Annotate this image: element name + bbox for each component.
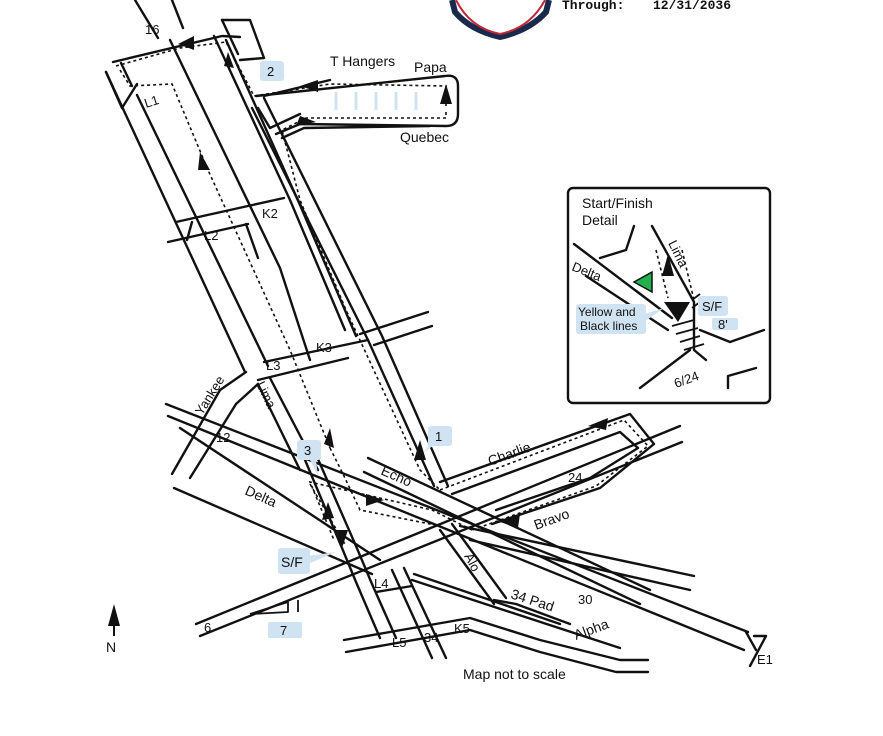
detail-title-line2: Detail: [582, 212, 618, 228]
label-l1: L1: [142, 92, 160, 111]
label-papa: Papa: [414, 59, 447, 75]
label-l4: L4: [374, 576, 388, 591]
label-34: 34: [424, 630, 438, 645]
label-l5: L5: [392, 635, 406, 650]
tag-sf: S/F: [281, 554, 303, 570]
hangar-stripes: [334, 92, 418, 110]
tag-1: 1: [435, 429, 442, 444]
label-k5: K5: [454, 621, 470, 636]
label-12: 12: [216, 430, 230, 445]
label-k2: K2: [262, 206, 278, 221]
taxiway-network: [104, 0, 768, 674]
label-e1: E1: [757, 652, 773, 667]
through-label: Through:: [562, 0, 624, 13]
label-16: 16: [145, 22, 159, 37]
tag-7: 7: [280, 623, 287, 638]
shield-icon: [449, 0, 552, 41]
waypoint-tags: 1 2 3 7 S/F: [260, 61, 452, 638]
label-l2: L2: [204, 228, 218, 243]
detail-yellow-line2: Black lines: [580, 319, 637, 333]
label-30: 30: [578, 592, 592, 607]
start-finish-detail-inset: Start/Finish Detail Lima Delta S/F 8' Ye…: [566, 186, 772, 405]
detail-yellow-line1: Yellow and: [578, 305, 636, 319]
label-lima: Lima: [253, 379, 279, 412]
label-yankee: Yankee: [192, 373, 228, 418]
label-quebec: Quebec: [400, 129, 449, 145]
label-delta: Delta: [243, 482, 280, 510]
label-echo: Echo: [379, 462, 415, 490]
tag-2: 2: [267, 64, 274, 79]
detail-title-line1: Start/Finish: [582, 195, 653, 211]
north-arrow-icon: [108, 604, 120, 636]
through-date: 12/31/2036: [653, 0, 731, 13]
label-alo: Alo: [461, 550, 483, 574]
detail-sf: S/F: [702, 299, 722, 314]
north-label: N: [106, 639, 116, 655]
label-t-hangers: T Hangers: [330, 53, 395, 69]
route-arrows: [178, 36, 608, 548]
label-k3: K3: [316, 340, 332, 355]
label-24: 24: [568, 470, 582, 485]
map-note: Map not to scale: [463, 666, 566, 682]
label-6: 6: [204, 620, 211, 635]
tag-3: 3: [304, 443, 311, 458]
detail-eight-feet: 8': [718, 317, 728, 332]
label-l3: L3: [266, 358, 280, 373]
